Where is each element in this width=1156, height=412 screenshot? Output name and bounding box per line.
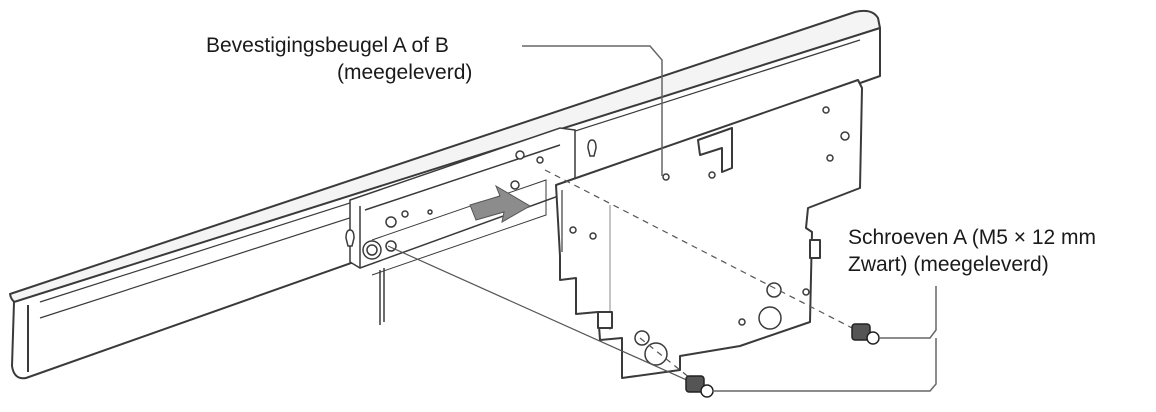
insert-arrow — [469, 184, 531, 223]
bracket-holes — [569, 106, 850, 366]
keyhole-slots — [345, 139, 597, 247]
screws-label-line2: Zwart) (meegeleverd) — [848, 253, 1049, 276]
alignment-lines — [387, 169, 857, 387]
pre-installed-screw — [362, 240, 385, 325]
screw-a-upper — [851, 323, 880, 345]
bracket-label-line2: (meegeleverd) — [337, 61, 473, 84]
leader-lines — [522, 45, 937, 392]
screw-a-lower — [685, 375, 714, 398]
screws-label-line1: Schroeven A (M5 × 12 mm — [848, 226, 1097, 249]
bracket-plate — [555, 79, 863, 379]
bracket-label-line1: Bevestigingsbeugel A of B — [206, 34, 449, 57]
